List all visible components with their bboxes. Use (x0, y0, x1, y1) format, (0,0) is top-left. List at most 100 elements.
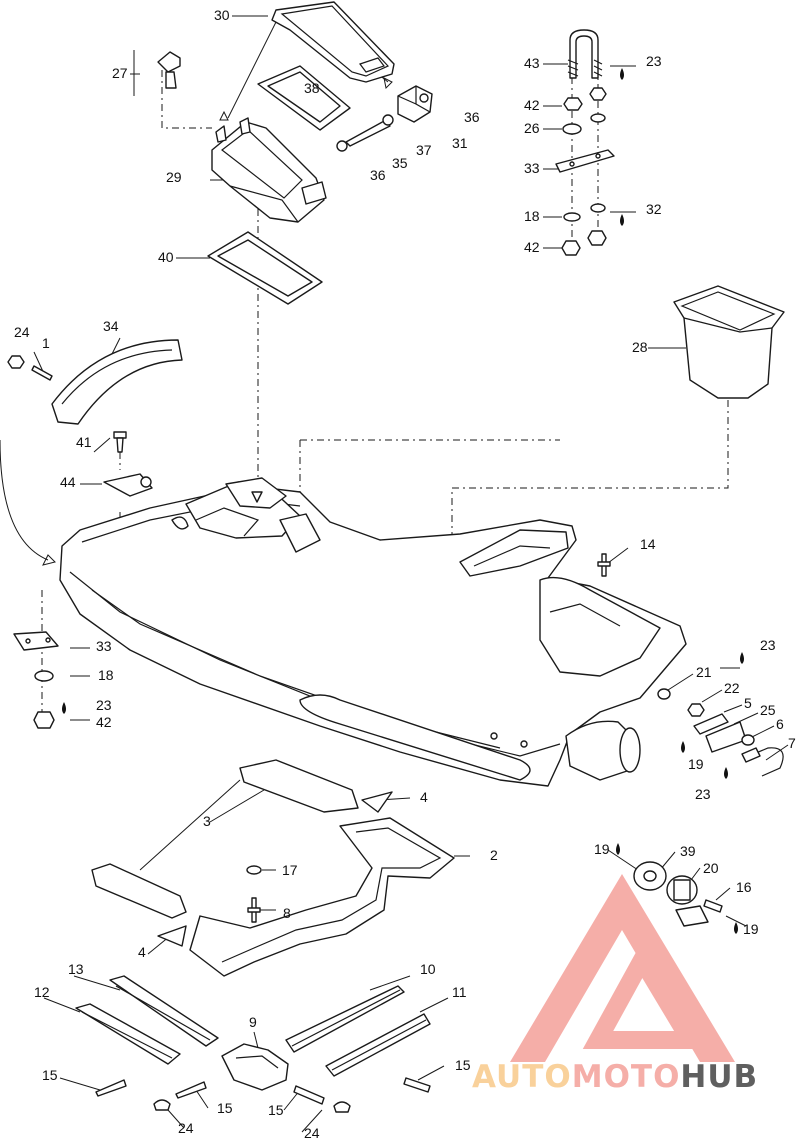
part-20-drain-plug (666, 875, 709, 927)
callout-c6: 6 (776, 716, 784, 732)
callout-c25: 25 (760, 702, 776, 718)
callout-c15d: 15 (268, 1102, 284, 1118)
watermark-moto: MOTO (572, 1059, 681, 1095)
sealant-drop-icon (620, 214, 624, 226)
callout-c19c: 19 (743, 921, 759, 937)
callout-c18b: 18 (98, 667, 114, 683)
sealant-drop-icon (724, 767, 728, 779)
watermark-hub: HUB (680, 1059, 758, 1095)
callout-c42a: 42 (524, 97, 540, 113)
callout-c4b: 4 (138, 944, 146, 960)
part-14-stud (597, 553, 611, 577)
callout-c10: 10 (420, 961, 436, 977)
part-38-lid-seal (257, 65, 351, 131)
part-13-rail-upper-left (109, 975, 219, 1047)
part-41-bolt (113, 431, 127, 453)
callout-c39: 39 (680, 843, 696, 859)
callout-c12: 12 (34, 984, 50, 1000)
watermark-logo: AUTOMOTOHUB (472, 874, 758, 1095)
part-26-washers (562, 113, 606, 135)
callout-c19b: 19 (594, 841, 610, 857)
callout-c27: 27 (112, 65, 128, 81)
callout-c9: 9 (249, 1014, 257, 1030)
callout-c37: 37 (416, 142, 432, 158)
callout-c20: 20 (703, 860, 719, 876)
callout-c35: 35 (392, 155, 408, 171)
callout-c23a: 23 (646, 53, 662, 69)
part-18-washer-lower (34, 670, 54, 682)
callout-c16: 16 (736, 879, 752, 895)
svg-text:AUTOMOTOHUB: AUTOMOTOHUB (472, 1059, 758, 1095)
watermark-inner-triangle-icon (582, 941, 706, 1049)
part-30-storage-lid (271, 1, 395, 83)
sealant-drop-icon (620, 68, 624, 80)
part-24-nut-upper (7, 355, 25, 369)
callout-c2: 2 (490, 847, 498, 863)
part-7-u-bolt (741, 747, 784, 777)
part-11-rail-lower-right (325, 1013, 431, 1077)
callout-c15b: 15 (455, 1057, 471, 1073)
callout-c5: 5 (744, 695, 752, 711)
part-18-washers-upper (563, 203, 606, 222)
callout-c29: 29 (166, 169, 182, 185)
watercraft-hull (59, 477, 687, 787)
part-40-gasket (207, 231, 323, 305)
sealant-drop-icon (734, 922, 738, 934)
part-33-plate-lower (13, 631, 59, 651)
part-34-grab-handle (51, 339, 183, 425)
part-12-rail-lower-left (75, 1003, 181, 1065)
callout-c38: 38 (304, 80, 320, 96)
part-39-drain-flange (633, 861, 667, 891)
callout-c24b: 24 (178, 1120, 194, 1136)
part-3-liner-rear (91, 759, 359, 919)
callout-c43: 43 (524, 55, 540, 71)
part-36-washer (336, 140, 348, 152)
callout-c13: 13 (68, 961, 84, 977)
callout-c15c: 15 (217, 1100, 233, 1116)
part-42-nut-left (33, 711, 55, 729)
callout-c15a: 15 (42, 1067, 58, 1083)
part-37-latch-rod (345, 114, 394, 147)
callout-c31: 31 (452, 135, 468, 151)
sealant-drop-icon (681, 741, 685, 753)
part-28-storage-bin (673, 285, 785, 399)
watermark-auto: AUTO (472, 1059, 572, 1095)
callout-c36a: 36 (464, 109, 480, 125)
arrows (219, 77, 393, 121)
callout-c40: 40 (158, 249, 174, 265)
sealant-drop-icon (62, 702, 66, 714)
part-44-bracket (103, 473, 153, 497)
part-9-rail-corner (221, 1043, 289, 1091)
part-1-screw (31, 365, 53, 381)
callout-c3: 3 (203, 813, 211, 829)
sealant-drop-icon (740, 652, 744, 664)
sealant-drop-icon (616, 843, 620, 855)
callout-c34: 34 (103, 318, 119, 334)
callout-c36b: 36 (370, 167, 386, 183)
part-8-stud (247, 897, 261, 923)
part-42-nuts-upper (563, 87, 607, 111)
callout-c1: 1 (42, 335, 50, 351)
part-29-storage-tray (211, 117, 327, 223)
callout-c22: 22 (724, 680, 740, 696)
callout-c17: 17 (282, 862, 298, 878)
callout-c30: 30 (214, 7, 230, 23)
callout-c7: 7 (788, 735, 796, 751)
part-16-screw (703, 899, 723, 913)
callout-c11: 11 (452, 984, 467, 1000)
leader-lines (0, 15, 789, 1133)
part-21-washer (657, 688, 671, 700)
callout-c33a: 33 (524, 160, 540, 176)
part-22-nut (687, 703, 705, 717)
callout-c42c: 42 (96, 714, 112, 730)
callout-c18a: 18 (524, 208, 540, 224)
callout-c32: 32 (646, 201, 662, 217)
callout-c23c: 23 (760, 637, 776, 653)
callout-c28: 28 (632, 339, 648, 355)
part-27-rivet (157, 51, 181, 89)
callout-c8: 8 (283, 905, 291, 921)
callout-c21: 21 (696, 664, 712, 680)
part-6-washer (741, 734, 755, 746)
